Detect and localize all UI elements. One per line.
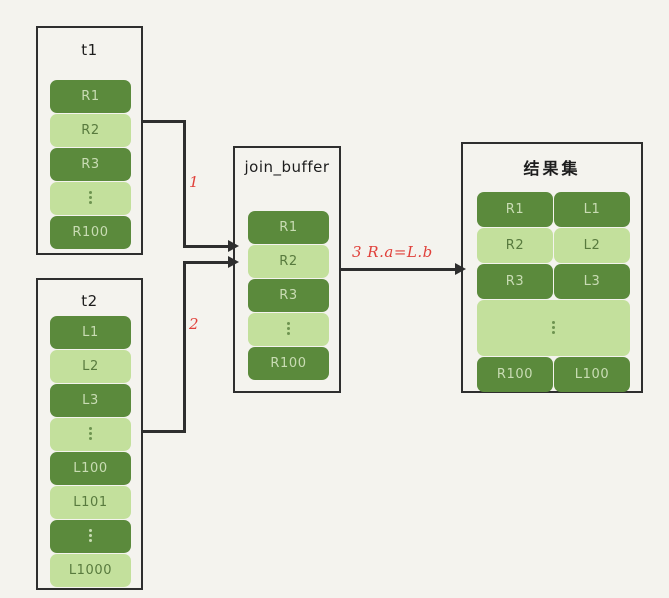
vertical-ellipsis-icon	[89, 425, 92, 442]
record-cell: L101	[50, 486, 131, 519]
connector-3-segment	[341, 268, 458, 271]
result-cell-left: R100	[477, 357, 553, 392]
result-cell-right: L100	[554, 357, 630, 392]
connector-1-arrowhead	[228, 240, 239, 252]
connector-3-label: 3 R.a=L.b	[352, 243, 433, 261]
result-cell-left: R2	[477, 228, 553, 263]
connector-2-segment-top	[183, 261, 231, 264]
connector-2-arrowhead	[228, 256, 239, 268]
table-box-t2: t2 L1 L2 L3 L100 L101 L1000	[36, 278, 143, 590]
record-cell: R100	[50, 216, 131, 249]
connector-1-segment-vertical	[183, 120, 186, 248]
record-cell-ellipsis	[248, 313, 329, 346]
vertical-ellipsis-icon	[89, 527, 92, 544]
connector-3-arrowhead	[455, 263, 466, 275]
record-cell: R3	[50, 148, 131, 181]
vertical-ellipsis-icon	[89, 189, 92, 206]
record-cell: R1	[50, 80, 131, 113]
record-cell-ellipsis	[50, 418, 131, 451]
record-cell: L3	[50, 384, 131, 417]
record-cell: L2	[50, 350, 131, 383]
result-cell-right: L3	[554, 264, 630, 299]
connector-2-segment-vertical	[183, 261, 186, 433]
record-cell: R2	[248, 245, 329, 278]
join-buffer-box: join_buffer R1 R2 R3 R100	[233, 146, 341, 393]
record-cell: L1	[50, 316, 131, 349]
result-cell-right: L1	[554, 192, 630, 227]
vertical-ellipsis-icon	[552, 319, 555, 336]
result-cell-ellipsis	[477, 300, 630, 356]
record-cell-ellipsis	[50, 520, 131, 553]
table-box-t1: t1 R1 R2 R3 R100	[36, 26, 143, 255]
result-set-box: 结果集 R1 L1 R2 L2 R3 L3 R100 L100	[461, 142, 643, 393]
connector-1-segment-top	[143, 120, 185, 123]
record-cell: R3	[248, 279, 329, 312]
result-set-title: 结果集	[523, 159, 581, 178]
vertical-ellipsis-icon	[287, 320, 290, 337]
table-title-t1: t1	[81, 41, 98, 59]
connector-2-segment-bottom	[143, 430, 185, 433]
result-cell-left: R1	[477, 192, 553, 227]
record-cell: R2	[50, 114, 131, 147]
result-cell-left: R3	[477, 264, 553, 299]
connector-2-label: 2	[189, 315, 199, 333]
record-cell: L100	[50, 452, 131, 485]
connector-1-segment-bottom	[183, 245, 231, 248]
record-cell: L1000	[50, 554, 131, 587]
record-cell: R100	[248, 347, 329, 380]
record-cell-ellipsis	[50, 182, 131, 215]
record-cell: R1	[248, 211, 329, 244]
join-buffer-title: join_buffer	[244, 158, 330, 176]
table-title-t2: t2	[81, 292, 98, 310]
result-cell-right: L2	[554, 228, 630, 263]
connector-1-label: 1	[189, 173, 199, 191]
